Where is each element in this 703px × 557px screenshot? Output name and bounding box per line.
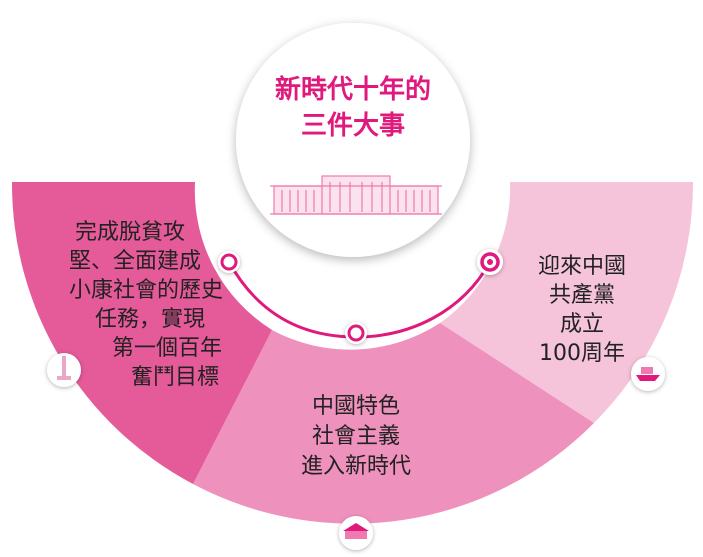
text-line: 成立	[559, 312, 604, 337]
title-line-1: 新時代十年的	[274, 75, 431, 105]
segment-middle-text: 中國特色 社會主義 進入新時代	[266, 392, 446, 482]
monument-icon	[47, 353, 81, 387]
text-line: 第一個百年	[111, 336, 222, 361]
segment-middle	[193, 323, 594, 524]
segment-right-text: 迎來中國 共產黨 成立 100周年	[512, 252, 652, 368]
boat-icon	[631, 357, 665, 391]
text-line: 完成脫貧攻	[74, 220, 185, 245]
title-line-2: 三件大事	[300, 111, 405, 141]
segment-left	[11, 182, 272, 484]
building-icon	[270, 175, 442, 215]
diagram-title: 新時代十年的 三件大事	[236, 72, 470, 144]
text-line: 迎來中國	[537, 254, 626, 279]
dot-right	[477, 249, 503, 275]
text-line: 進入新時代	[300, 454, 411, 479]
text-line: 社會主義	[311, 424, 400, 449]
segment-left-text: 完成脫貧攻 堅、全面建成 小康社會的歷史 任務，實現 第一個百年 奮鬥目標	[40, 218, 240, 392]
segment-right	[440, 182, 694, 423]
text-line: 共產黨	[548, 283, 615, 308]
great-hall-icon	[339, 516, 373, 550]
text-line: 任務，實現	[94, 307, 205, 332]
dot-center	[345, 322, 367, 344]
text-line: 奮鬥目標	[130, 365, 219, 390]
text-line: 堅、全面建成	[68, 249, 201, 274]
dot-left	[218, 251, 240, 273]
text-line: 100周年	[539, 341, 625, 366]
text-line: 中國特色	[311, 394, 400, 419]
text-line: 小康社會的歷史	[68, 278, 223, 303]
